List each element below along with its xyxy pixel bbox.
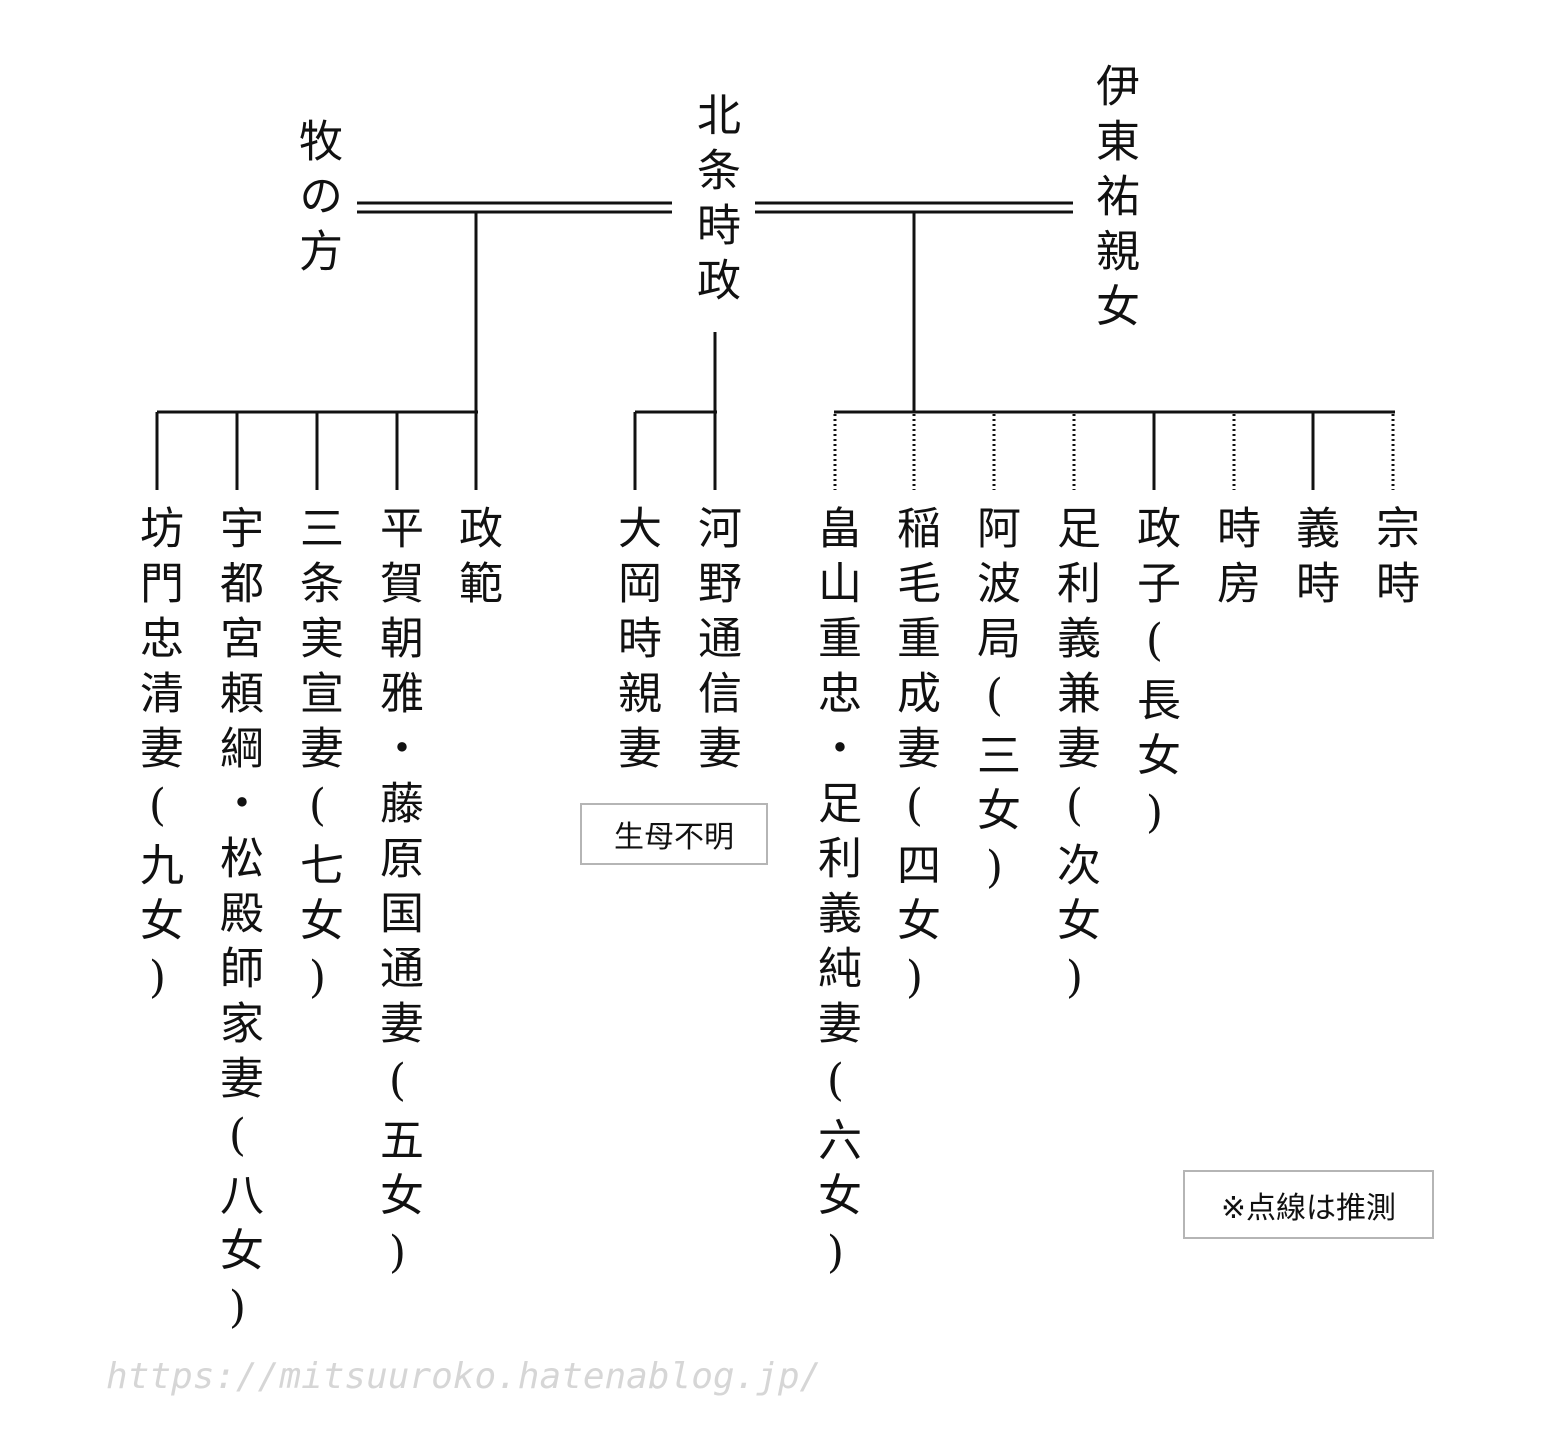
child-ito-4: 政子(長女) [1129, 505, 1180, 849]
child-maki-0: 坊門忠清妻(九女) [132, 505, 183, 1014]
child-ito-5: 時房 [1209, 505, 1260, 615]
child-maki-3: 平賀朝雅・藤原国通妻(五女) [372, 505, 423, 1289]
branch-ito [834, 212, 1395, 490]
child-ito-0: 畠山重忠・足利義純妻(六女) [810, 505, 861, 1289]
branch-unknown-mother [633, 332, 717, 490]
note-dotted-legend: ※点線は推測 [1183, 1170, 1434, 1239]
father-hojo-tokimasa: 北条時政 [689, 92, 740, 312]
branch-ito-dotted [833, 414, 1395, 490]
note-unknown-mother: 生母不明 [580, 803, 768, 865]
watermark-url: https://mitsuuroko.hatenablog.jp/ [106, 1356, 822, 1397]
spouse-ito-sukechika-daughter: 伊東祐親女 [1088, 63, 1139, 338]
spouse-maki-no-kata: 牧の方 [291, 118, 342, 283]
branch-maki [155, 212, 478, 490]
child-ito-6: 義時 [1288, 505, 1339, 615]
marriage-line-ito [755, 201, 1073, 214]
child-ito-1: 稲毛重成妻(四女) [889, 505, 940, 1014]
child-ito-2: 阿波局(三女) [969, 505, 1020, 904]
marriage-line-maki [357, 201, 672, 214]
child-ito-3: 足利義兼妻(次女) [1049, 505, 1100, 1014]
child-maki-1: 宇都宮頼綱・松殿師家妻(八女) [212, 505, 263, 1344]
child-unknown-1: 河野通信妻 [690, 505, 741, 780]
child-unknown-0: 大岡時親妻 [610, 505, 661, 780]
child-ito-7: 宗時 [1368, 505, 1419, 615]
child-maki-2: 三条実宣妻(七女) [292, 505, 343, 1014]
child-maki-4: 政範 [451, 505, 502, 615]
